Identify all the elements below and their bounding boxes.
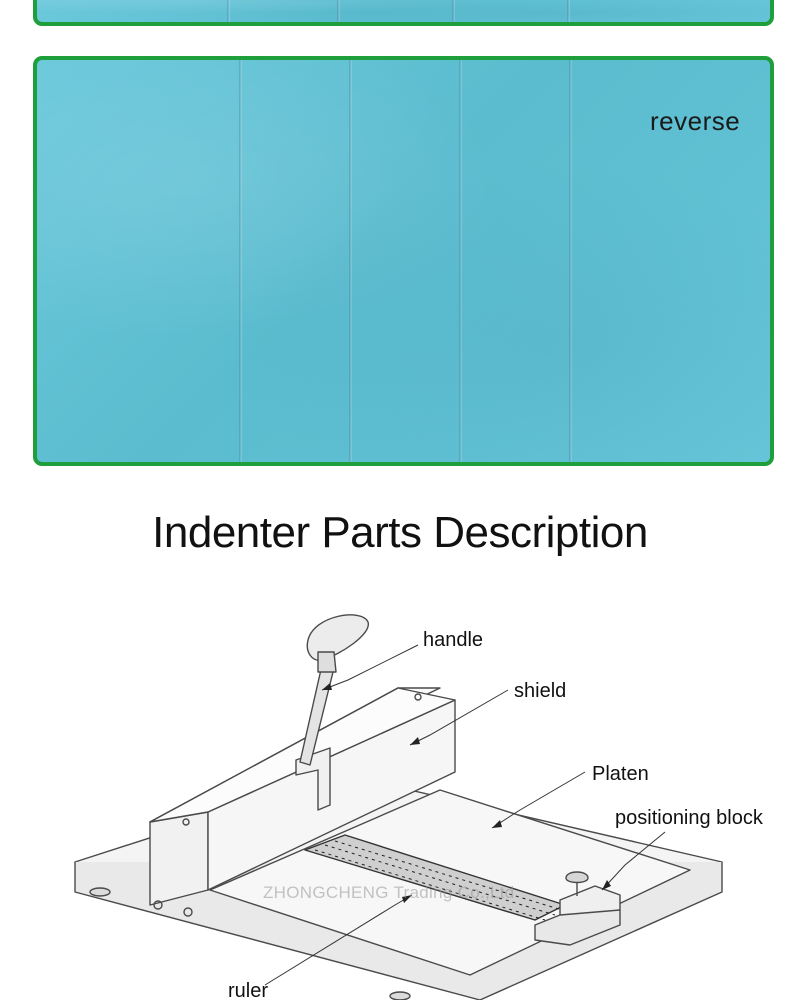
- arrow-head: [492, 820, 502, 828]
- reverse-label: reverse: [650, 106, 741, 136]
- crease-line: [337, 0, 340, 22]
- positioning-base: [534, 909, 621, 946]
- sample-panel-reverse: [33, 56, 774, 466]
- crease-line: [349, 60, 352, 462]
- crease-line: [239, 60, 242, 462]
- sample-panel-top: [33, 0, 774, 26]
- leader-positioning-block: [601, 831, 666, 891]
- arrow-head: [402, 895, 412, 903]
- section-title: Indenter Parts Description: [152, 508, 648, 557]
- crease-line: [567, 0, 570, 22]
- ruler-tick: [324, 844, 556, 916]
- ruler-tick: [334, 840, 563, 911]
- callout-ruler: ruler: [228, 980, 269, 1002]
- leader-platen: [491, 771, 586, 829]
- shield-side: [149, 811, 209, 906]
- arrow-head: [410, 737, 420, 745]
- handle-collar: [317, 651, 337, 673]
- callout-positioning-block: positioning block: [615, 807, 763, 829]
- foot: [89, 887, 111, 897]
- crease-line: [569, 60, 572, 462]
- arrow-head: [602, 880, 611, 890]
- screw: [183, 907, 193, 917]
- screw: [153, 900, 163, 910]
- foot: [389, 991, 411, 1000]
- crease-line: [459, 60, 462, 462]
- positioning-knob: [565, 871, 589, 884]
- callout-handle: handle: [423, 629, 484, 651]
- callout-platen: Platen: [592, 763, 649, 785]
- crease-line: [452, 0, 455, 22]
- ruler-tick: [314, 849, 546, 921]
- screw: [182, 818, 190, 826]
- handle-knob: [306, 614, 369, 661]
- callout-shield: shield: [514, 680, 567, 702]
- indenter-diagram: [74, 614, 723, 1000]
- screw: [414, 693, 422, 701]
- crease-line: [227, 0, 230, 22]
- watermark: ZHONGCHENG Trading Co.,Ltd: [263, 883, 515, 902]
- arrow-head: [322, 683, 332, 690]
